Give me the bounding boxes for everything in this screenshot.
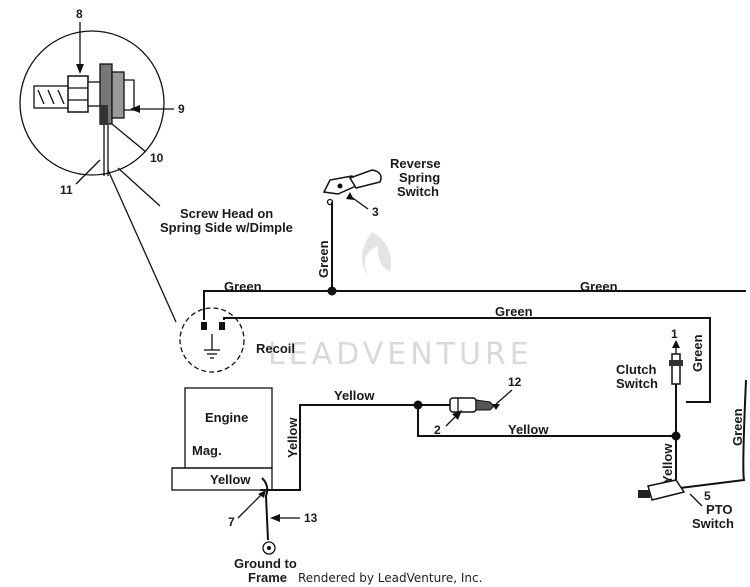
detail-circle bbox=[19, 30, 165, 176]
mag-strip bbox=[171, 467, 273, 491]
screw-head-label-2: Spring Side w/Dimple bbox=[160, 220, 293, 235]
wire-yellow-main bbox=[260, 404, 676, 491]
callout-12: 12 bbox=[508, 375, 522, 389]
reverse-spring-label-1: Reverse bbox=[390, 156, 441, 171]
callout-3: 3 bbox=[372, 205, 379, 219]
label-yellow-right-vertical: Yellow bbox=[660, 443, 675, 484]
clutch-switch bbox=[669, 340, 683, 385]
callout-1: 1 bbox=[671, 327, 678, 341]
junction-dot bbox=[671, 431, 681, 441]
reverse-spring-label-2: Spring bbox=[399, 170, 440, 185]
wire-ground bbox=[261, 477, 269, 541]
label-green-middle: Green bbox=[495, 304, 533, 319]
label-green-right: Green bbox=[730, 408, 745, 446]
label-yellow-vertical-left: Yellow bbox=[285, 417, 300, 458]
diode-connector bbox=[445, 389, 513, 427]
label-yellow-middle: Yellow bbox=[508, 422, 549, 437]
label-yellow-top: Yellow bbox=[334, 388, 375, 403]
ground-label-2: Frame bbox=[248, 570, 287, 585]
credit-text: Rendered by LeadVenture, Inc. bbox=[298, 571, 482, 585]
ground-terminal bbox=[262, 541, 276, 555]
screw-head-label-1: Screw Head on bbox=[180, 206, 273, 221]
pto-switch-label-1: PTO bbox=[706, 502, 733, 517]
watermark: LEADVENTURE bbox=[268, 232, 533, 372]
label-green-vertical: Green bbox=[316, 240, 331, 278]
wire-green-middle bbox=[223, 317, 711, 403]
callout-2: 2 bbox=[434, 423, 441, 437]
wire-green-pto bbox=[679, 379, 747, 489]
wiring bbox=[203, 202, 747, 555]
label-green-top-left: Green bbox=[224, 279, 262, 294]
reverse-spring-label-3: Switch bbox=[397, 184, 439, 199]
label-mag: Mag. bbox=[192, 443, 222, 458]
pto-switch-label-2: Switch bbox=[692, 516, 734, 531]
callout-5: 5 bbox=[704, 489, 711, 503]
watermark-text: LEADVENTURE bbox=[268, 337, 533, 372]
wire-green-top bbox=[203, 290, 746, 320]
junction-dot bbox=[327, 286, 337, 296]
callout-10: 10 bbox=[150, 151, 164, 165]
nut bbox=[67, 75, 89, 113]
label-yellow-engine: Yellow bbox=[210, 472, 251, 487]
callout-13: 13 bbox=[304, 511, 318, 525]
ground-label-1: Ground to bbox=[234, 556, 297, 571]
label-engine: Engine bbox=[205, 410, 248, 425]
callout-9: 9 bbox=[178, 102, 185, 116]
recoil-circle bbox=[179, 307, 245, 373]
clutch-switch-label-1: Clutch bbox=[616, 362, 657, 377]
callout-7: 7 bbox=[228, 515, 235, 529]
engine-block bbox=[171, 387, 273, 491]
callout-11: 11 bbox=[60, 183, 73, 197]
junction-dot bbox=[413, 400, 423, 410]
label-recoil: Recoil bbox=[256, 341, 295, 356]
screw-detail-inset bbox=[19, 22, 177, 323]
label-green-clutch: Green bbox=[690, 334, 705, 372]
pto-switch bbox=[638, 479, 703, 507]
reverse-spring-switch bbox=[322, 169, 382, 210]
callout-8: 8 bbox=[76, 7, 83, 21]
label-green-top-right: Green bbox=[580, 279, 618, 294]
clutch-switch-label-2: Switch bbox=[616, 376, 658, 391]
recoil-unit bbox=[179, 307, 245, 373]
flame-logo-icon bbox=[361, 232, 392, 276]
